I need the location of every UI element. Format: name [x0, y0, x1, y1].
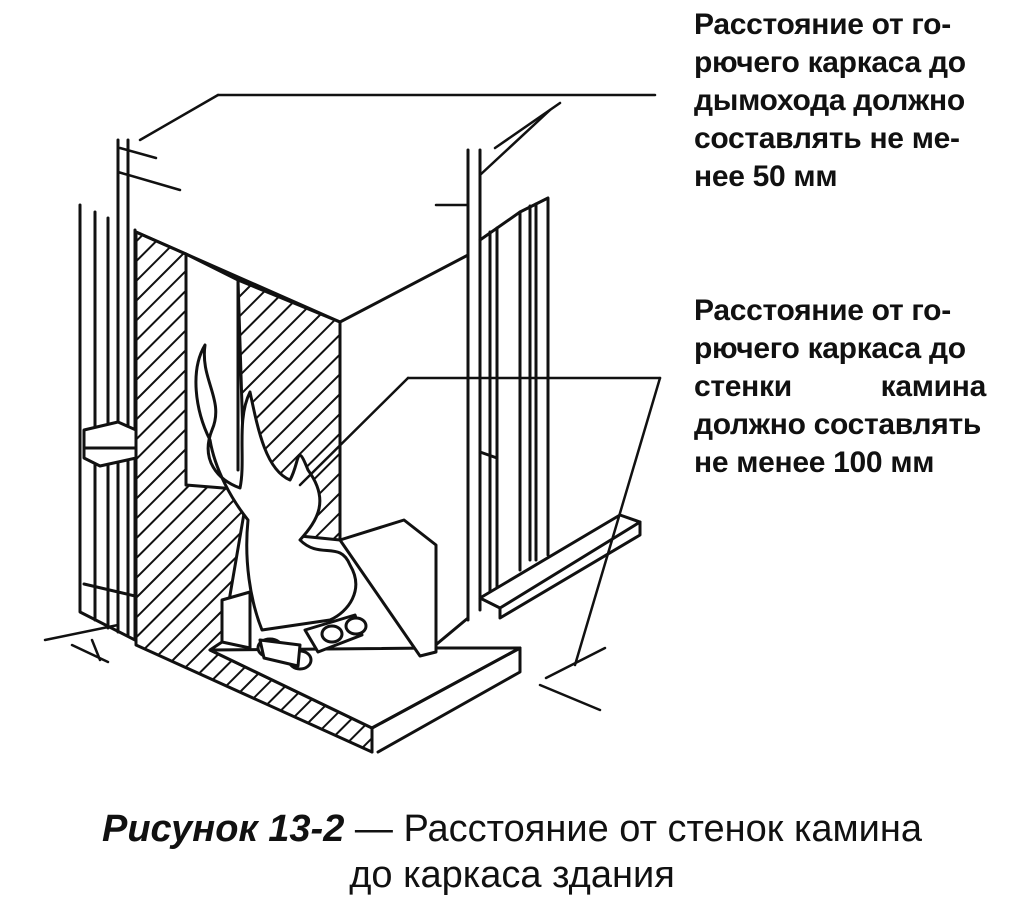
figure-caption: Рисунок 13-2 — Расстояние от стенок ками…: [0, 806, 1024, 898]
hearth-slab: [208, 590, 522, 754]
note-line: нее 50 мм: [694, 160, 838, 193]
fireplace-wall-clearance-note: Расстояние от го- рючего каркаса до стен…: [694, 292, 986, 482]
left-wood-frame: [78, 138, 138, 642]
dimension-lines: [43, 93, 662, 712]
note-line: Расстояние от го-: [694, 294, 951, 327]
caption-text: — Расстояние от стенок камина: [354, 808, 923, 850]
flame: [194, 343, 358, 632]
firewood-logs: [256, 613, 368, 671]
caption-line-1: Рисунок 13-2 — Расстояние от стенок ками…: [0, 806, 1024, 852]
note-line: составлять не ме-: [694, 122, 960, 155]
note-line: рючего каркаса до: [694, 332, 966, 365]
note-line: Расстояние от го-: [694, 8, 951, 41]
note-line: не менее 100 мм: [694, 446, 935, 479]
note-line: дымохода должно: [694, 84, 965, 117]
right-wood-frame: [466, 148, 550, 622]
masonry-left-wall: [134, 230, 374, 754]
note-line: стенки камина: [694, 370, 986, 403]
fire-screen-block: [338, 518, 438, 658]
figure-label: Рисунок 13-2: [101, 808, 345, 850]
caption-line-2: до каркаса здания: [349, 854, 675, 896]
chimney-clearance-note: Расстояние от го- рючего каркаса до дымо…: [694, 6, 986, 196]
note-line: должно составлять: [694, 408, 982, 441]
note-line: рючего каркаса до: [694, 46, 966, 79]
